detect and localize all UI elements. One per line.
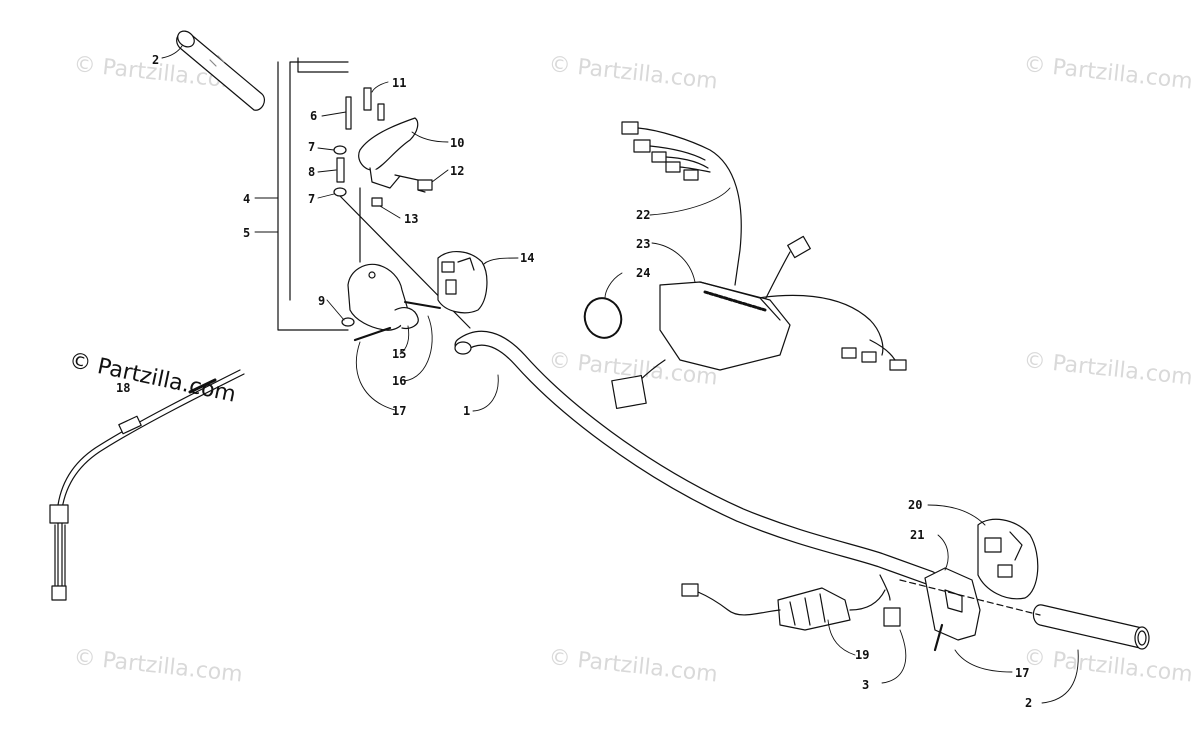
throttle-housing	[341, 263, 441, 342]
callout-4: 4	[243, 192, 251, 206]
callout-14: 14	[520, 251, 535, 265]
throttle-lever	[358, 117, 419, 189]
callout-13: 13	[404, 212, 419, 226]
leader-lines	[161, 45, 1079, 704]
callout-7b: 7	[308, 192, 316, 206]
throttle-cable	[49, 369, 245, 601]
callout-16: 16	[392, 374, 407, 388]
callout-17: 17	[392, 404, 407, 418]
callout-17b: 17	[1015, 666, 1030, 680]
bracket-5	[277, 61, 349, 331]
callout-6: 6	[310, 109, 318, 123]
callout-18: 18	[116, 381, 131, 395]
callout-23: 23	[636, 237, 651, 251]
bracket-4-top	[297, 57, 349, 73]
axis-right	[899, 579, 1041, 616]
callout-2b: 2	[1025, 696, 1033, 710]
handlebar	[454, 330, 938, 601]
sensor-11b	[377, 103, 385, 121]
callout-10: 10	[450, 136, 465, 150]
sensor-11	[363, 87, 372, 111]
pin-6	[345, 96, 352, 130]
switch-cover	[924, 567, 981, 652]
callout-1: 1	[463, 404, 471, 418]
clip-13	[371, 197, 383, 207]
washer-7a	[333, 145, 347, 155]
callout-15: 15	[392, 347, 407, 361]
callout-24: 24	[636, 266, 651, 280]
callout-11: 11	[392, 76, 407, 90]
switch-housing-right	[977, 518, 1039, 600]
callout-20: 20	[908, 498, 923, 512]
connector-12	[417, 179, 433, 191]
washer-7b	[333, 187, 347, 197]
wiring-harness	[583, 121, 907, 409]
grip-right	[1032, 604, 1150, 650]
plug-3	[883, 607, 901, 627]
callout-9: 9	[318, 294, 326, 308]
callout-19: 19	[855, 648, 870, 662]
bushing-8	[336, 157, 345, 183]
callout-2: 2	[152, 53, 160, 67]
callout-5: 5	[243, 226, 251, 240]
heater-element	[681, 583, 886, 631]
callout-3: 3	[862, 678, 870, 692]
bracket-4	[289, 61, 349, 301]
grip-left	[176, 30, 266, 111]
callout-7: 7	[308, 140, 316, 154]
callout-12: 12	[450, 164, 465, 178]
callout-21: 21	[910, 528, 925, 542]
switch-housing-left	[437, 251, 488, 314]
callout-22: 22	[636, 208, 651, 222]
callout-8: 8	[308, 165, 316, 179]
